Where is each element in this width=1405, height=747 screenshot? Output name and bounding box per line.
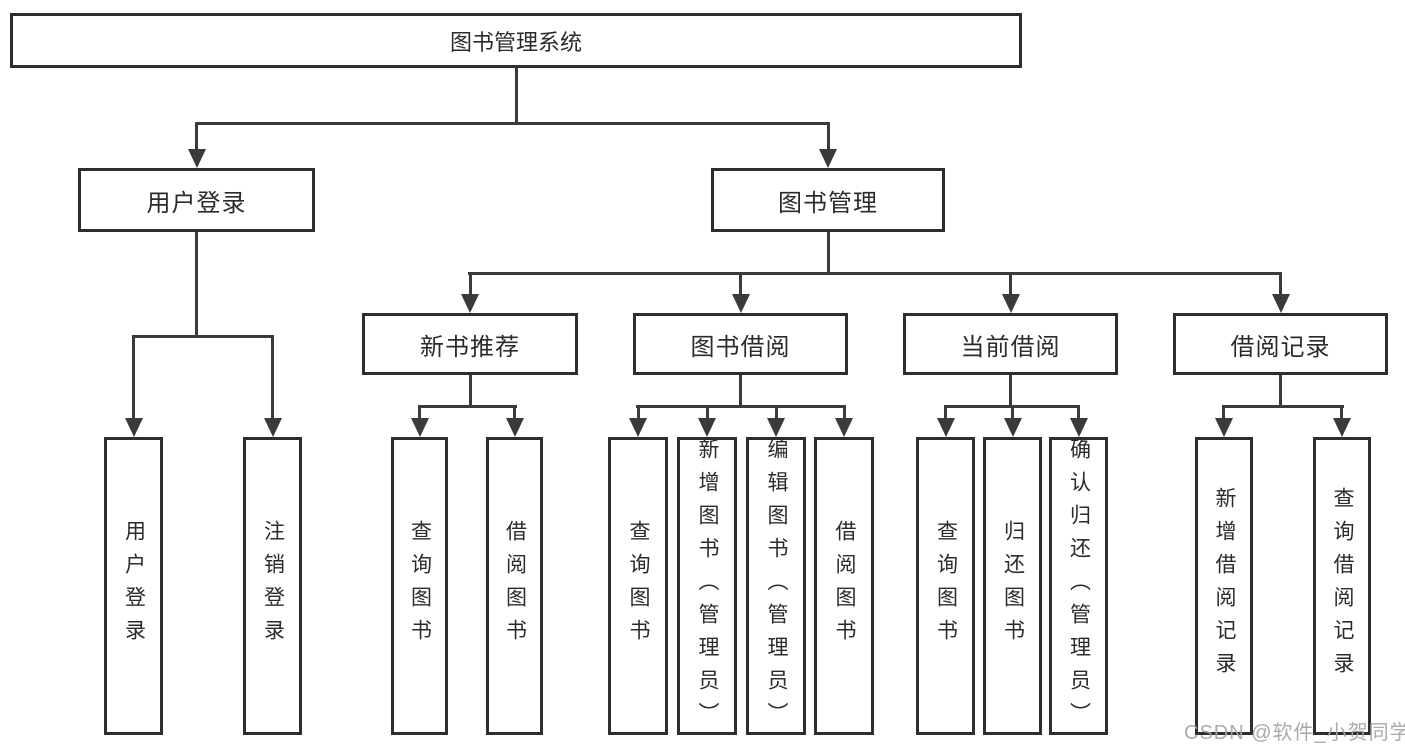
leaf-label: 查询图书: [934, 520, 958, 652]
leaf-label: 注销登录: [261, 520, 285, 652]
connector-line: [1011, 405, 1014, 420]
connector-line: [132, 335, 135, 420]
connector-line: [195, 122, 829, 125]
connector-line: [271, 335, 274, 420]
connector-line: [1222, 405, 1344, 408]
connector-line: [1279, 272, 1282, 297]
node-label: 新书推荐: [420, 333, 520, 361]
connector-line: [418, 405, 517, 408]
connector-line: [843, 405, 846, 420]
connector-line: [1222, 405, 1225, 420]
connector-line: [1009, 375, 1012, 408]
leaf-query-books-current: 查询图书: [916, 437, 975, 735]
node-label: 图书管理系统: [449, 29, 582, 55]
arrowhead-icon: [937, 418, 955, 437]
arrowhead-icon: [1272, 294, 1290, 313]
leaf-label: 新增借阅记录: [1213, 487, 1236, 685]
arrowhead-icon: [767, 418, 785, 437]
connector-line: [468, 272, 1282, 275]
leaf-label: 借阅图书: [833, 520, 856, 652]
node-label: 图书借阅: [690, 333, 791, 361]
arrowhead-icon: [1070, 418, 1088, 437]
connector-line: [469, 375, 472, 408]
node-label: 当前借阅: [960, 333, 1061, 361]
leaf-borrow-books-recommend: 借阅图书: [486, 437, 543, 735]
arrowhead-icon: [411, 418, 429, 437]
leaf-label: 归还图书: [1001, 520, 1025, 652]
leaf-label: 用户登录: [122, 520, 146, 652]
connector-line: [513, 405, 516, 420]
arrowhead-icon: [1004, 418, 1022, 437]
connector-line: [827, 122, 830, 151]
leaf-label: 查询图书: [627, 520, 650, 652]
connector-line: [1077, 405, 1080, 420]
leaf-query-books-borrow: 查询图书: [608, 437, 668, 735]
arrowhead-icon: [819, 149, 837, 168]
leaf-label: 查询借阅记录: [1331, 487, 1354, 685]
arrowhead-icon: [188, 149, 206, 168]
arrowhead-icon: [629, 418, 647, 437]
connector-line: [739, 375, 742, 408]
leaf-label: 新增图书（管理员）: [696, 437, 719, 735]
connector-line: [515, 68, 518, 125]
node-new-book-recommendation: 新书推荐: [362, 313, 578, 375]
node-label: 图书管理: [778, 189, 878, 217]
leaf-query-borrow-record: 查询借阅记录: [1313, 437, 1371, 735]
connector-line: [195, 232, 198, 338]
arrowhead-icon: [1002, 294, 1020, 313]
node-user-login: 用户登录: [78, 168, 315, 232]
arrowhead-icon: [835, 418, 853, 437]
leaf-add-borrow-record: 新增借阅记录: [1195, 437, 1253, 735]
leaf-label: 编辑图书（管理员）: [765, 437, 788, 735]
node-book-management: 图书管理: [711, 168, 945, 232]
connector-line: [132, 335, 274, 338]
node-label: 借阅记录: [1230, 333, 1331, 361]
connector-line: [1009, 272, 1012, 297]
leaf-logout: 注销登录: [243, 437, 302, 735]
leaf-label: 查询图书: [408, 520, 432, 652]
leaf-query-books-recommend: 查询图书: [391, 437, 448, 735]
node-book-borrowing: 图书借阅: [633, 313, 848, 375]
arrowhead-icon: [125, 418, 143, 437]
connector-line: [636, 405, 846, 408]
connector-line: [944, 405, 947, 420]
watermark: CSDN @软件_小贺同学: [1184, 722, 1405, 744]
leaf-borrow-books: 借阅图书: [814, 437, 874, 735]
arrowhead-icon: [698, 418, 716, 437]
leaf-return-books: 归还图书: [983, 437, 1042, 735]
leaf-label: 确认归还（管理员）: [1067, 437, 1091, 735]
arrowhead-icon: [732, 294, 750, 313]
connector-line: [1279, 375, 1282, 408]
connector-line: [418, 405, 421, 420]
connector-line: [706, 405, 709, 420]
leaf-add-books-admin: 新增图书（管理员）: [677, 437, 737, 735]
node-current-borrowing: 当前借阅: [903, 313, 1118, 375]
node-borrowing-records: 借阅记录: [1173, 313, 1388, 375]
node-label: 用户登录: [146, 189, 247, 217]
connector-line: [469, 272, 472, 297]
arrowhead-icon: [506, 418, 524, 437]
connector-line: [739, 272, 742, 297]
connector-line: [195, 122, 198, 151]
connector-line: [637, 405, 640, 420]
leaf-label: 借阅图书: [503, 520, 527, 652]
connector-line: [1340, 405, 1343, 420]
leaf-edit-books-admin: 编辑图书（管理员）: [746, 437, 806, 735]
leaf-user-login: 用户登录: [104, 437, 163, 735]
connector-line: [827, 232, 830, 275]
connector-line: [775, 405, 778, 420]
arrowhead-icon: [264, 418, 282, 437]
node-library-management-system: 图书管理系统: [10, 13, 1022, 68]
leaf-confirm-return-admin: 确认归还（管理员）: [1049, 437, 1108, 735]
arrowhead-icon: [461, 294, 479, 313]
arrowhead-icon: [1333, 418, 1351, 437]
arrowhead-icon: [1215, 418, 1233, 437]
